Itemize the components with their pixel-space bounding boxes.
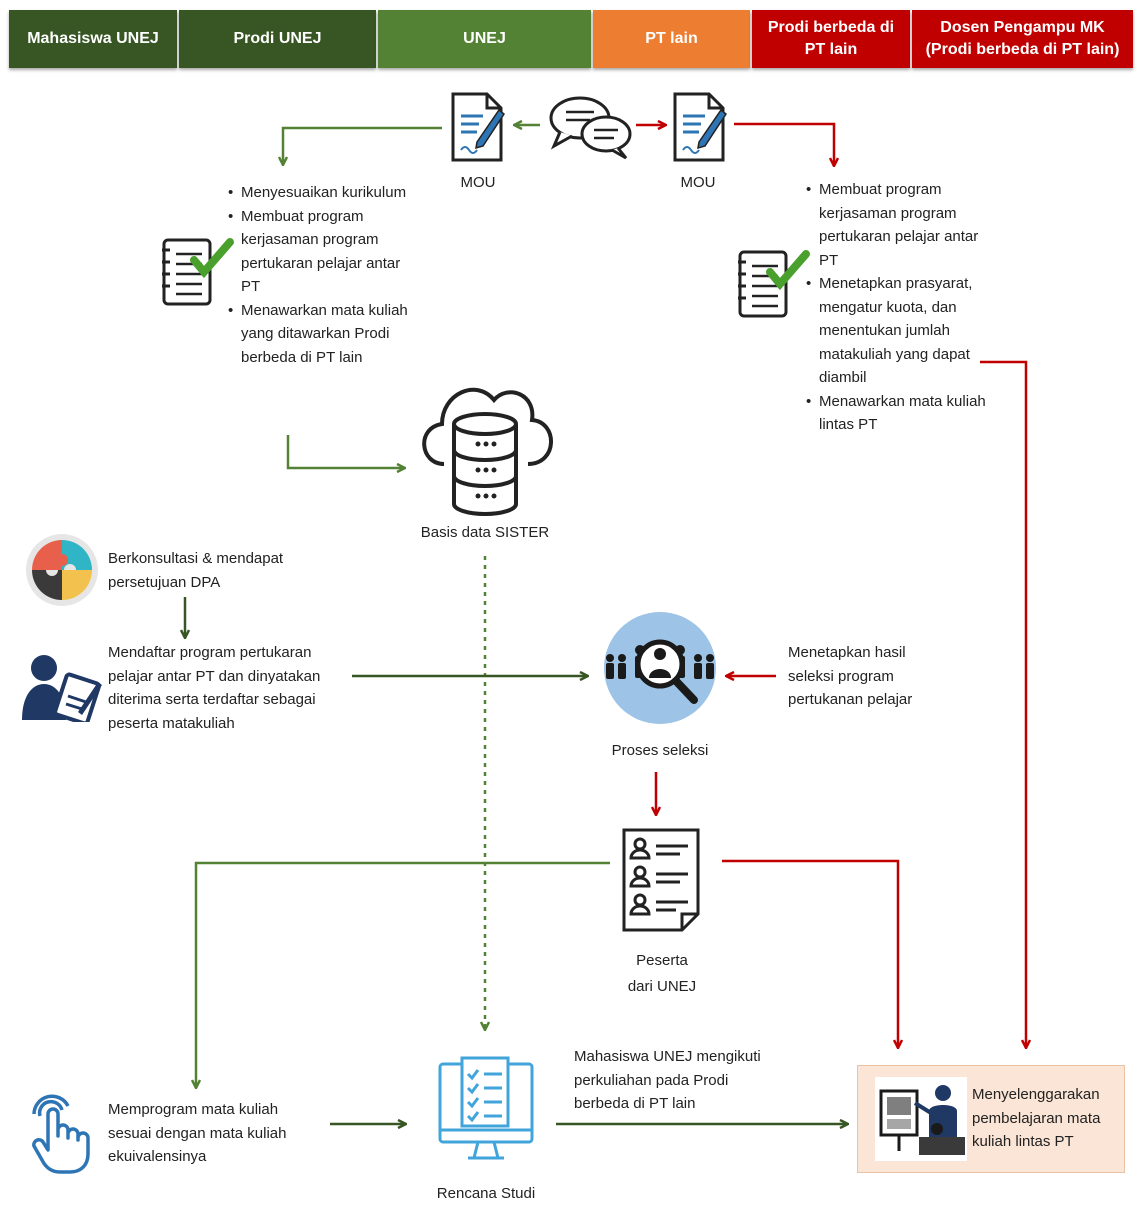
document-icon [673,92,728,162]
cloud-database-icon [422,387,553,516]
document-icon [451,92,506,162]
arrow-prodi-lain-to-menyelenggarakan [980,360,1026,1048]
mou-right-label: MOU [680,174,716,191]
step-menetapkan: Menetapkan hasil seleksi program pertuka… [788,644,913,708]
lane-prodi-berbeda: Prodi berbeda di PT lain [752,10,910,68]
task-item: Membuat program kerjasaman program pertu… [806,178,986,272]
participant-list-icon [622,828,700,932]
task-item: Menawarkan mata kuliah yang ditawarkan P… [228,299,418,370]
step-memprogram: Memprogram mata kuliah sesuai dengan mat… [108,1101,287,1165]
step-mengikuti: Mahasiswa UNEJ mengikuti perkuliahan pad… [574,1048,761,1112]
sister-label: Basis data SISTER [420,524,550,541]
arrow-tasks-to-sister [286,435,405,468]
step-menyelenggarakan: Menyelenggarakan pembelajaran mata kulia… [972,1086,1101,1150]
arrow-mou-to-prodi-lain [734,122,834,166]
mou-left-label: MOU [460,174,496,191]
arrow-peserta-to-memprogram [196,861,610,1088]
lane-pt-lain: PT lain [593,10,750,68]
hand-tap-icon [32,1094,90,1174]
lane-prodi-unej: Prodi UNEJ [179,10,376,68]
step-mendaftar: Mendaftar program pertukaran pelajar ant… [108,644,321,732]
lane-dosen-pengampu: Dosen Pengampu MK (Prodi berbeda di PT l… [912,10,1133,68]
puzzle-icon [26,534,98,606]
task-item: Menyesuaikan kurikulum [228,181,418,205]
rencana-label: Rencana Studi [436,1185,536,1202]
task-item: Membuat program kerjasaman program pertu… [228,205,418,299]
chat-bubbles-icon [549,96,632,160]
lecturer-teaching-icon [875,1077,967,1161]
person-register-icon [22,655,102,722]
prodi-lain-task-list: Membuat program kerjasaman program pertu… [806,178,986,437]
lane-mahasiswa-unej: Mahasiswa UNEJ [9,10,177,68]
peserta-label-line2: dari UNEJ [627,978,697,995]
arrow-mou-to-prodi-unej [283,126,442,165]
peserta-label-line1: Peserta [636,952,688,969]
peserta-label: Peserta dari UNEJ [600,948,724,1000]
study-plan-monitor-icon [438,1056,534,1160]
seleksi-label: Proses seleksi [611,742,709,759]
selection-search-icon [604,612,716,724]
checklist-icon [738,250,810,318]
checklist-icon [162,238,234,306]
task-item: Menetapkan prasyarat, mengatur kuota, da… [806,272,986,390]
task-item: Menawarkan mata kuliah lintas PT [806,390,986,437]
step-konsultasi: Berkonsultasi & mendapat persetujuan DPA [108,550,284,591]
arrow-peserta-to-menyelenggarakan [722,859,898,1048]
lane-unej: UNEJ [378,10,591,68]
prodi-unej-task-list: Menyesuaikan kurikulum Membuat program k… [228,181,418,369]
